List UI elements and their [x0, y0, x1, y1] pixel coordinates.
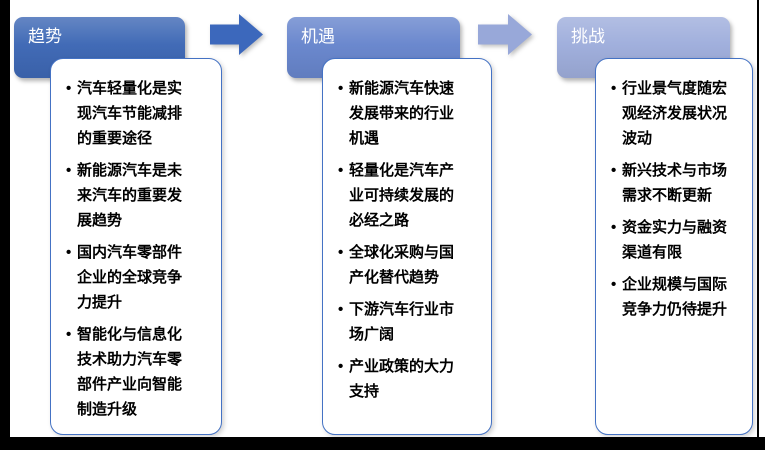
- bullet-icon: •: [611, 219, 617, 236]
- content-box-trends: • 汽车轻量化是实现汽车节能减排的重要途径 • 新能源汽车是未来汽车的重要发展趋势 • 国…: [50, 58, 222, 435]
- list-item: • 轻量化是汽车产业可持续发展的必经之路: [338, 158, 486, 233]
- list-item: • 下游汽车行业市场广阔: [338, 297, 486, 347]
- arrow-right-icon: [210, 14, 263, 55]
- arrow-right-shape: [478, 14, 532, 55]
- bullet-icon: •: [66, 80, 72, 97]
- list-item: • 国内汽车零部件企业的全球竞争力提升: [66, 240, 216, 315]
- bullet-icon: •: [338, 244, 344, 261]
- list-item-text: 资金实力与融资渠道有限: [622, 219, 728, 261]
- arrow-right-shape: [210, 14, 263, 55]
- stage-header-label: 趋势: [28, 27, 62, 46]
- list-item: • 汽车轻量化是实现汽车节能减排的重要途径: [66, 76, 216, 151]
- arrow-right-icon: [478, 14, 532, 55]
- list-item-text: 轻量化是汽车产业可持续发展的必经之路: [349, 162, 455, 229]
- bullet-icon: •: [66, 244, 72, 261]
- bullet-icon: •: [66, 162, 72, 179]
- list-item-text: 新能源汽车是未来汽车的重要发展趋势: [77, 162, 183, 229]
- bullet-list: • 汽车轻量化是实现汽车节能减排的重要途径 • 新能源汽车是未来汽车的重要发展趋势 • 国…: [66, 76, 216, 422]
- bullet-list: • 行业景气度随宏观经济发展状况波动 • 新兴技术与市场需求不断更新 • 资金实力与融资渠…: [611, 76, 747, 322]
- stage-header-label: 机遇: [301, 27, 335, 46]
- list-item: • 新能源汽车是未来汽车的重要发展趋势: [66, 158, 216, 233]
- bullet-icon: •: [611, 276, 617, 293]
- list-item-text: 企业规模与国际竞争力仍待提升: [622, 276, 728, 318]
- content-box-opportunities: • 新能源汽车快速发展带来的行业机遇 • 轻量化是汽车产业可持续发展的必经之路 • 全球化…: [322, 58, 492, 435]
- list-item-text: 新能源汽车快速发展带来的行业机遇: [349, 80, 455, 147]
- list-item-text: 新兴技术与市场需求不断更新: [622, 162, 728, 204]
- bullet-icon: •: [611, 162, 617, 179]
- list-item: • 新能源汽车快速发展带来的行业机遇: [338, 76, 486, 151]
- frame-right-line: [757, 0, 759, 437]
- frame-bottom-bar: [0, 437, 765, 450]
- list-item: • 新兴技术与市场需求不断更新: [611, 158, 747, 208]
- list-item: • 行业景气度随宏观经济发展状况波动: [611, 76, 747, 151]
- list-item: • 全球化采购与国产化替代趋势: [338, 240, 486, 290]
- bullet-icon: •: [338, 358, 344, 375]
- content-box-challenges: • 行业景气度随宏观经济发展状况波动 • 新兴技术与市场需求不断更新 • 资金实力与融资渠…: [595, 58, 753, 435]
- list-item-text: 汽车轻量化是实现汽车节能减排的重要途径: [77, 80, 183, 147]
- list-item: • 企业规模与国际竞争力仍待提升: [611, 272, 747, 322]
- list-item: • 产业政策的大力支持: [338, 354, 486, 404]
- list-item-text: 智能化与信息化技术助力汽车零部件产业向智能制造升级: [77, 326, 183, 418]
- list-item-text: 下游汽车行业市场广阔: [349, 301, 455, 343]
- list-item-text: 行业景气度随宏观经济发展状况波动: [622, 80, 728, 147]
- bullet-icon: •: [611, 80, 617, 97]
- list-item-text: 全球化采购与国产化替代趋势: [349, 244, 455, 286]
- list-item-text: 产业政策的大力支持: [349, 358, 455, 400]
- list-item: • 智能化与信息化技术助力汽车零部件产业向智能制造升级: [66, 322, 216, 422]
- bullet-list: • 新能源汽车快速发展带来的行业机遇 • 轻量化是汽车产业可持续发展的必经之路 • 全球化…: [338, 76, 486, 404]
- bullet-icon: •: [338, 162, 344, 179]
- bullet-icon: •: [338, 301, 344, 318]
- list-item: • 资金实力与融资渠道有限: [611, 215, 747, 265]
- stage-header-label: 挑战: [571, 27, 605, 46]
- bullet-icon: •: [66, 326, 72, 343]
- frame-left-bar: [0, 0, 10, 450]
- list-item-text: 国内汽车零部件企业的全球竞争力提升: [77, 244, 183, 311]
- stage-header-trends: 趋势: [14, 17, 185, 78]
- bullet-icon: •: [338, 80, 344, 97]
